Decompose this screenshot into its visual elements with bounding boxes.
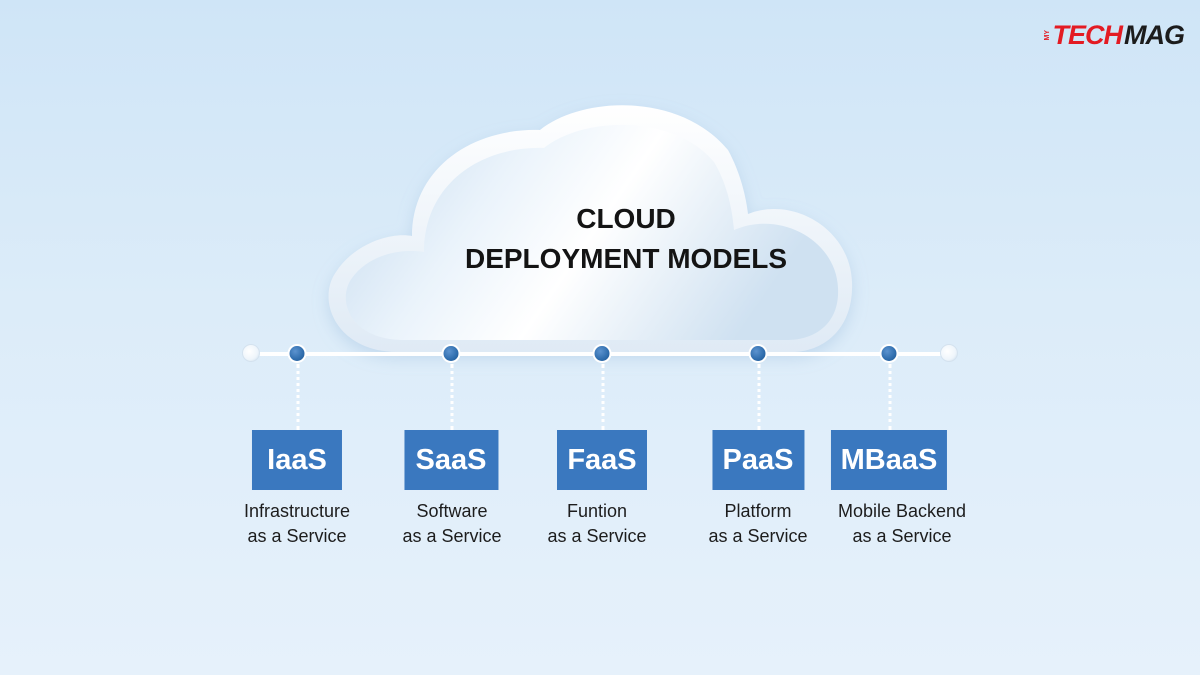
cloud-body <box>345 124 839 341</box>
model-description-line2: as a Service <box>547 526 647 546</box>
model-description-line2: as a Service <box>247 526 347 546</box>
model-badge: PaaS <box>711 430 804 490</box>
timeline-node <box>289 346 305 361</box>
model-description: Mobile Backend as a Service <box>838 499 966 549</box>
model-description: Software as a Service <box>402 499 501 549</box>
timeline-node <box>594 346 610 361</box>
timeline-node <box>881 346 897 361</box>
model-description-line1: Funtion <box>566 501 628 521</box>
diagram-title-line2: DEPLOYMENT MODELS <box>464 243 787 274</box>
model-item: SaaS Software as a Service <box>402 430 502 549</box>
model-item: MBaaS Mobile Backend as a Service <box>830 430 966 549</box>
model-description-line1: Software <box>416 501 488 521</box>
brand-logo-tech: TECH <box>1052 20 1123 50</box>
dotted-connector <box>296 364 300 430</box>
model-description: Infrastructure as a Service <box>244 499 350 549</box>
timeline-start-cap <box>242 344 260 362</box>
brand-logo: MY TECH MAG <box>1044 20 1186 50</box>
model-description: Funtion as a Service <box>547 499 646 549</box>
model-description-line1: Mobile Backend <box>837 501 967 521</box>
model-description-line1: Platform <box>724 501 792 521</box>
timeline-node <box>443 346 459 361</box>
brand-logo-mag: MAG <box>1124 20 1185 50</box>
dotted-connector <box>450 364 454 430</box>
model-badge: MBaaS <box>830 430 947 490</box>
dotted-connector <box>888 364 892 430</box>
model-item: PaaS Platform as a Service <box>708 430 808 549</box>
model-description-line2: as a Service <box>708 526 808 546</box>
model-badge: SaaS <box>403 430 498 490</box>
dotted-connector <box>601 364 605 430</box>
dotted-connector <box>757 364 761 430</box>
model-description: Platform as a Service <box>708 499 807 549</box>
model-badge: IaaS <box>251 430 342 490</box>
timeline-end-cap <box>940 344 958 362</box>
model-item: IaaS Infrastructure as a Service <box>244 430 350 549</box>
model-description-line2: as a Service <box>402 526 502 546</box>
model-description-line1: Infrastructure <box>243 501 351 521</box>
model-badge: FaaS <box>557 430 647 490</box>
diagram-title-line1: CLOUD <box>576 203 676 234</box>
timeline-node <box>750 346 766 361</box>
model-description-line2: as a Service <box>852 526 952 546</box>
model-item: FaaS Funtion as a Service <box>547 430 647 549</box>
